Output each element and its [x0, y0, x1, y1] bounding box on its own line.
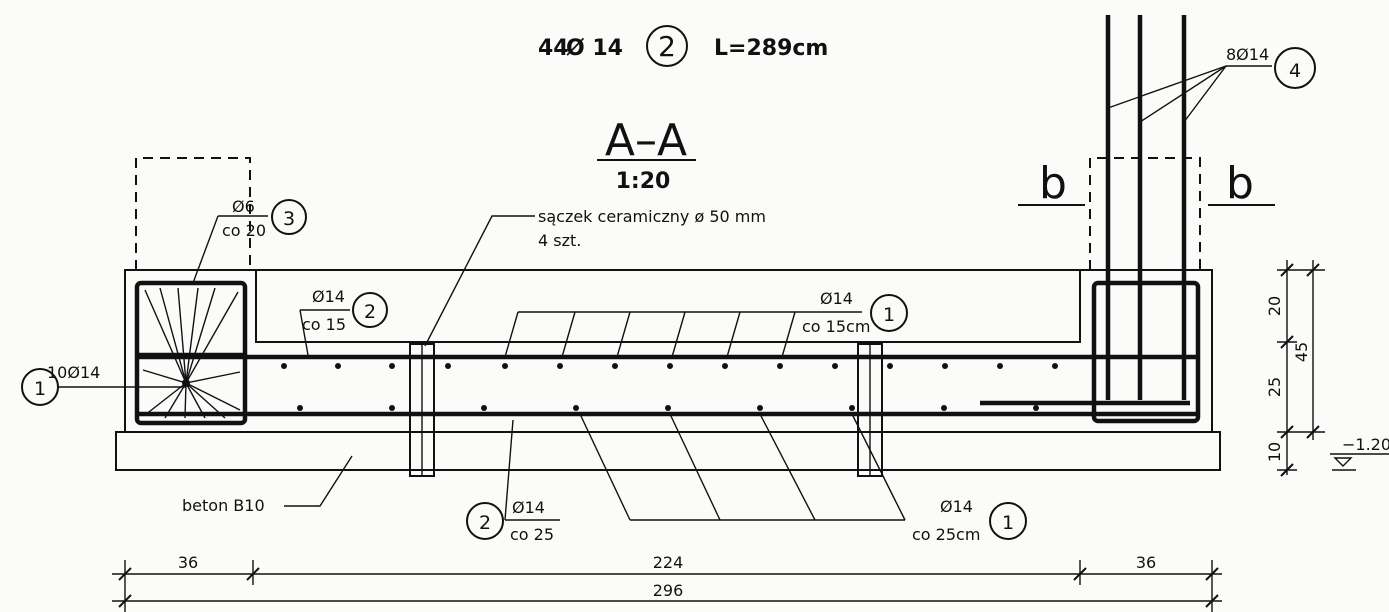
concrete-label: beton B10: [182, 496, 265, 515]
top-right-mark-circle: [870, 294, 908, 332]
header-bar-diameter: Ø 14: [566, 36, 623, 61]
callout-long-bars: 1 10Ø14: [21, 363, 186, 406]
header-bar-spec: 44 Ø 14 2 L=289cm: [538, 25, 828, 67]
section-title-block: A–A 1:20: [597, 115, 696, 194]
column-mark: 4: [1289, 60, 1301, 82]
dim-right: 36: [1136, 553, 1156, 572]
bottom-right-mark-circle: [989, 502, 1027, 540]
bottom-right-spacing: co 25cm: [912, 525, 980, 544]
right-column-dashed: [1089, 157, 1201, 270]
cut-label-right: b: [1226, 158, 1254, 209]
stirrup-diameter: Ø6: [232, 197, 255, 216]
top-rebar-leaders: [504, 311, 862, 358]
bottom-left-spacing: co 25: [510, 525, 554, 544]
drain-text-line1: sączek ceramiczny ø 50 mm: [538, 207, 766, 226]
left-beam-cage: [134, 280, 248, 426]
top-right-spacing: co 15cm: [802, 317, 870, 336]
bottom-right-mark: 1: [1002, 512, 1014, 534]
slab-bars: [137, 354, 1198, 417]
dim-v-bottom: 10: [1265, 442, 1284, 462]
lean-concrete-layer: [115, 431, 1221, 471]
column-bars-spec: 8Ø14: [1226, 45, 1269, 64]
top-left-diameter: Ø14: [312, 287, 345, 306]
left-fan-center: [182, 379, 190, 387]
header-mark: 2: [658, 30, 676, 63]
top-right-mark: 1: [883, 304, 895, 326]
top-left-mark: 2: [364, 301, 376, 323]
callout-bottom-right: Ø14 co 25cm 1: [912, 497, 1027, 544]
dim-v-top: 20: [1265, 296, 1284, 316]
callout-bottom-left: 2 Ø14 co 25: [466, 419, 560, 544]
horizontal-dimensions: 36 224 36 296: [112, 553, 1222, 612]
cut-label-left: b: [1039, 158, 1067, 209]
section-title: A–A: [605, 115, 687, 166]
callout-stirrup: Ø6 co 20 3: [192, 197, 307, 284]
callout-drain: sączek ceramiczny ø 50 mm 4 szt.: [424, 207, 766, 347]
level-label: −1.20: [1342, 435, 1389, 454]
top-right-diameter: Ø14: [820, 289, 853, 308]
callout-top-right: Ø14 co 15cm 1: [802, 289, 908, 336]
dim-middle: 224: [653, 553, 684, 572]
section-scale: 1:20: [616, 169, 671, 194]
callout-top-left: Ø14 co 15 2: [299, 287, 388, 356]
footing-recess: [255, 270, 1081, 343]
vertical-dimensions: 20 45 25 10 −1.20: [1265, 260, 1389, 477]
header-length: L=289cm: [714, 36, 828, 61]
header-mark-circle: [646, 25, 688, 67]
column-mark-circle: [1274, 47, 1316, 89]
dim-v-total: 45: [1292, 342, 1311, 362]
drain-text-line2: 4 szt.: [538, 231, 581, 250]
bottom-right-diameter: Ø14: [940, 497, 973, 516]
dim-left: 36: [178, 553, 198, 572]
callout-column-bars: 8Ø14 4: [1107, 45, 1316, 123]
bottom-rebar-leaders: [579, 413, 906, 521]
drain-pipes: [409, 343, 883, 477]
bottom-left-diameter: Ø14: [512, 498, 545, 517]
dim-v-mid: 25: [1265, 377, 1284, 397]
left-wall-dashed: [135, 157, 251, 270]
header-bar-count: 44: [538, 36, 569, 61]
callout-concrete: beton B10: [182, 455, 353, 515]
dim-total: 296: [653, 581, 684, 600]
long-mark: 1: [34, 378, 46, 400]
bottom-bar-dots: [297, 405, 1039, 411]
right-stirrup: [1091, 280, 1201, 424]
right-column-cage: [980, 15, 1201, 424]
stirrup-mark-circle: [271, 199, 307, 235]
long-bars-spec: 10Ø14: [47, 363, 100, 382]
top-bar-dots: [281, 363, 1058, 369]
stirrup-spacing: co 20: [222, 221, 266, 240]
top-left-mark-circle: [352, 292, 388, 328]
top-left-spacing: co 15: [302, 315, 346, 334]
footing-outline: [115, 157, 1221, 471]
footing-body: [124, 269, 1213, 433]
level-marker: [1333, 457, 1353, 467]
bottom-left-mark: 2: [479, 512, 491, 534]
stirrup-mark: 3: [283, 208, 295, 230]
cut-marks: b b: [1018, 158, 1275, 209]
bottom-left-mark-circle: [466, 502, 504, 540]
